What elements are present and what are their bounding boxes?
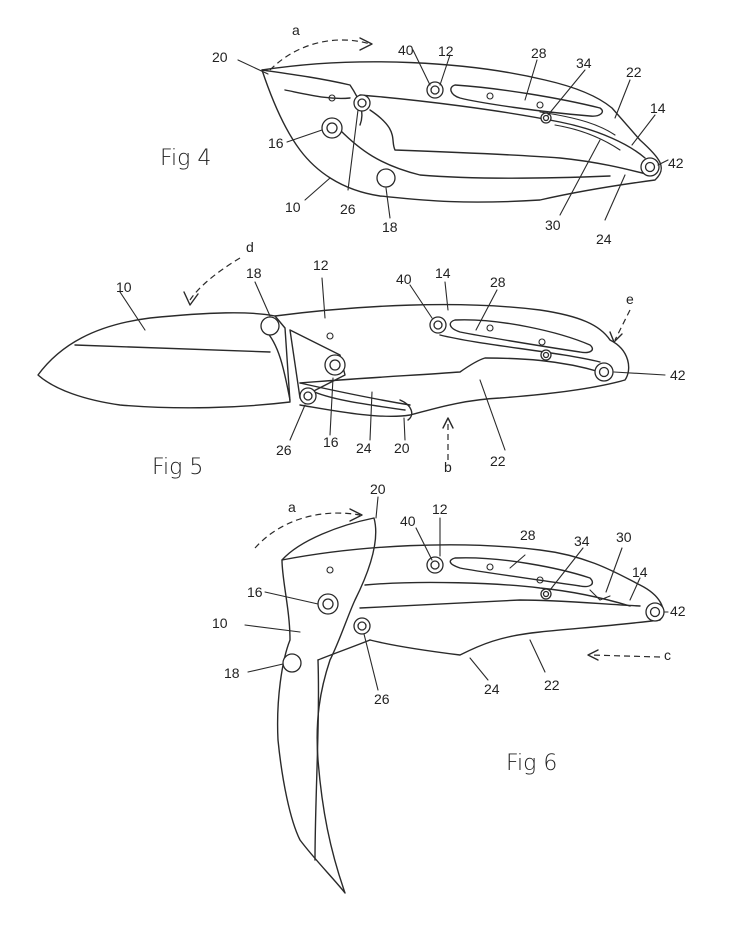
fig6-drawing (244, 496, 669, 894)
fig4-label-28: 28 (531, 45, 547, 61)
fig4-label-18: 18 (382, 219, 398, 235)
fig6-label-a: a (288, 499, 296, 515)
fig6-label-26: 26 (374, 691, 390, 707)
fig4-title: Fig 4 (160, 146, 211, 171)
fig5-label-e: e (626, 291, 634, 307)
fig6-label-c: c (664, 647, 671, 663)
fig4-label-10: 10 (285, 199, 301, 215)
fig4-label-40: 40 (398, 42, 414, 58)
fig6-label-42: 42 (670, 603, 686, 619)
fig5-title: Fig 5 (152, 455, 203, 480)
fig4-label-34: 34 (576, 55, 592, 71)
fig5-label-20: 20 (394, 440, 410, 456)
fig6-label-28: 28 (520, 527, 536, 543)
fig6-label-22: 22 (544, 677, 560, 693)
fig6-label-40: 40 (400, 513, 416, 529)
fig5-label-18: 18 (246, 265, 262, 281)
fig6-label-20: 20 (370, 481, 386, 497)
fig4-label-14: 14 (650, 100, 666, 116)
fig5-label-42: 42 (670, 367, 686, 383)
fig6-label-16: 16 (247, 584, 263, 600)
fig6-label-24: 24 (484, 681, 500, 697)
fig6-label-14: 14 (632, 564, 648, 580)
fig4-label-a: a (292, 22, 300, 38)
fig4-label-26: 26 (340, 201, 356, 217)
fig5-drawing (37, 257, 666, 460)
fig4-label-16: 16 (268, 135, 284, 151)
fig5-label-16: 16 (323, 434, 339, 450)
fig6-label-12: 12 (432, 501, 448, 517)
fig4-label-30: 30 (545, 217, 561, 233)
fig5-label-10: 10 (116, 279, 132, 295)
fig6-label-34: 34 (574, 533, 590, 549)
fig5-label-24: 24 (356, 440, 372, 456)
fig5-label-28: 28 (490, 274, 506, 290)
fig6-label-30: 30 (616, 529, 632, 545)
fig6-label-10: 10 (212, 615, 228, 631)
fig4-drawing (237, 37, 669, 221)
fig5-label-b: b (444, 459, 452, 475)
fig5-label-40: 40 (396, 271, 412, 287)
fig5-label-22: 22 (490, 453, 506, 469)
fig4-label-42: 42 (668, 155, 684, 171)
fig4-label-20: 20 (212, 49, 228, 65)
fig4-label-24: 24 (596, 231, 612, 247)
fig4-label-12: 12 (438, 43, 454, 59)
fig4-label-22: 22 (626, 64, 642, 80)
fig6-label-18: 18 (224, 665, 240, 681)
fig5-label-12: 12 (313, 257, 329, 273)
fig5-label-26: 26 (276, 442, 292, 458)
fig5-label-14: 14 (435, 265, 451, 281)
fig6-title: Fig 6 (506, 751, 557, 776)
fig5-label-d: d (246, 239, 254, 255)
